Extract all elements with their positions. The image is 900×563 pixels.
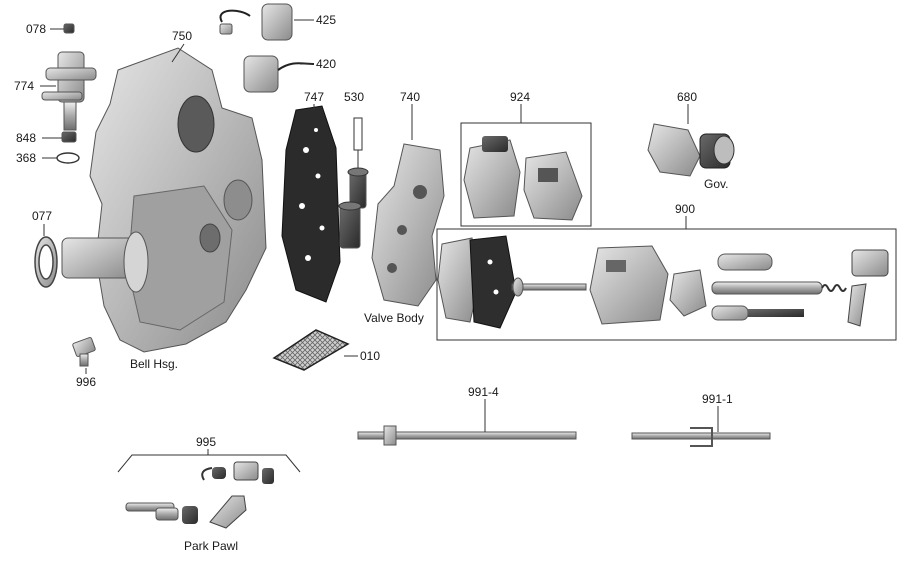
callout-991-4: 991-4 xyxy=(468,385,499,399)
part-530-gears: 530 xyxy=(338,90,369,249)
callout-750: 750 xyxy=(172,29,192,43)
part-077-seal: 077 xyxy=(32,209,58,288)
part-680-governor: 680 Gov. xyxy=(647,90,735,191)
part-991-4-shaft: 991-4 xyxy=(357,385,577,446)
label-bell-housing: Bell Hsg. xyxy=(130,357,178,371)
label-park-pawl: Park Pawl xyxy=(184,539,238,553)
callout-747: 747 xyxy=(304,90,324,104)
callout-995: 995 xyxy=(196,435,216,449)
part-996-bolt: 996 xyxy=(72,337,96,389)
callout-996: 996 xyxy=(76,375,96,389)
callout-420: 420 xyxy=(316,57,336,71)
part-368-o-ring: 368 xyxy=(16,151,80,165)
callout-680: 680 xyxy=(677,90,697,104)
callout-774: 774 xyxy=(14,79,34,93)
group-924: 924 xyxy=(460,90,592,227)
part-078-cap: 078 xyxy=(26,22,75,36)
callout-740: 740 xyxy=(400,90,420,104)
group-900: 900 xyxy=(436,202,897,341)
group-995-park-pawl: 995 Park Pawl xyxy=(117,435,301,553)
callout-991-1: 991-1 xyxy=(702,392,733,406)
callout-010: 010 xyxy=(360,349,380,363)
callout-425: 425 xyxy=(316,13,336,27)
callout-924: 924 xyxy=(510,90,530,104)
part-750-bell-housing: 750 Bell Hsg. xyxy=(61,29,267,371)
part-848-fitting: 848 xyxy=(16,131,77,145)
callout-077: 077 xyxy=(32,209,52,223)
part-740-valve-body: 740 Valve Body xyxy=(364,90,445,325)
part-425-sensor: 425 xyxy=(219,3,336,41)
label-governor: Gov. xyxy=(704,177,728,191)
part-420-sensor: 420 xyxy=(243,55,336,93)
part-991-1-shaft: 991-1 xyxy=(631,392,771,447)
callout-900: 900 xyxy=(675,202,695,216)
part-774-valve-assembly: 774 xyxy=(14,51,97,131)
part-010-filter: 010 xyxy=(272,329,380,371)
part-747-separator-plate: 747 xyxy=(281,90,341,303)
callout-078: 078 xyxy=(26,22,46,36)
label-valve-body: Valve Body xyxy=(364,311,424,325)
callout-368: 368 xyxy=(16,151,36,165)
callout-530: 530 xyxy=(344,90,364,104)
callout-848: 848 xyxy=(16,131,36,145)
